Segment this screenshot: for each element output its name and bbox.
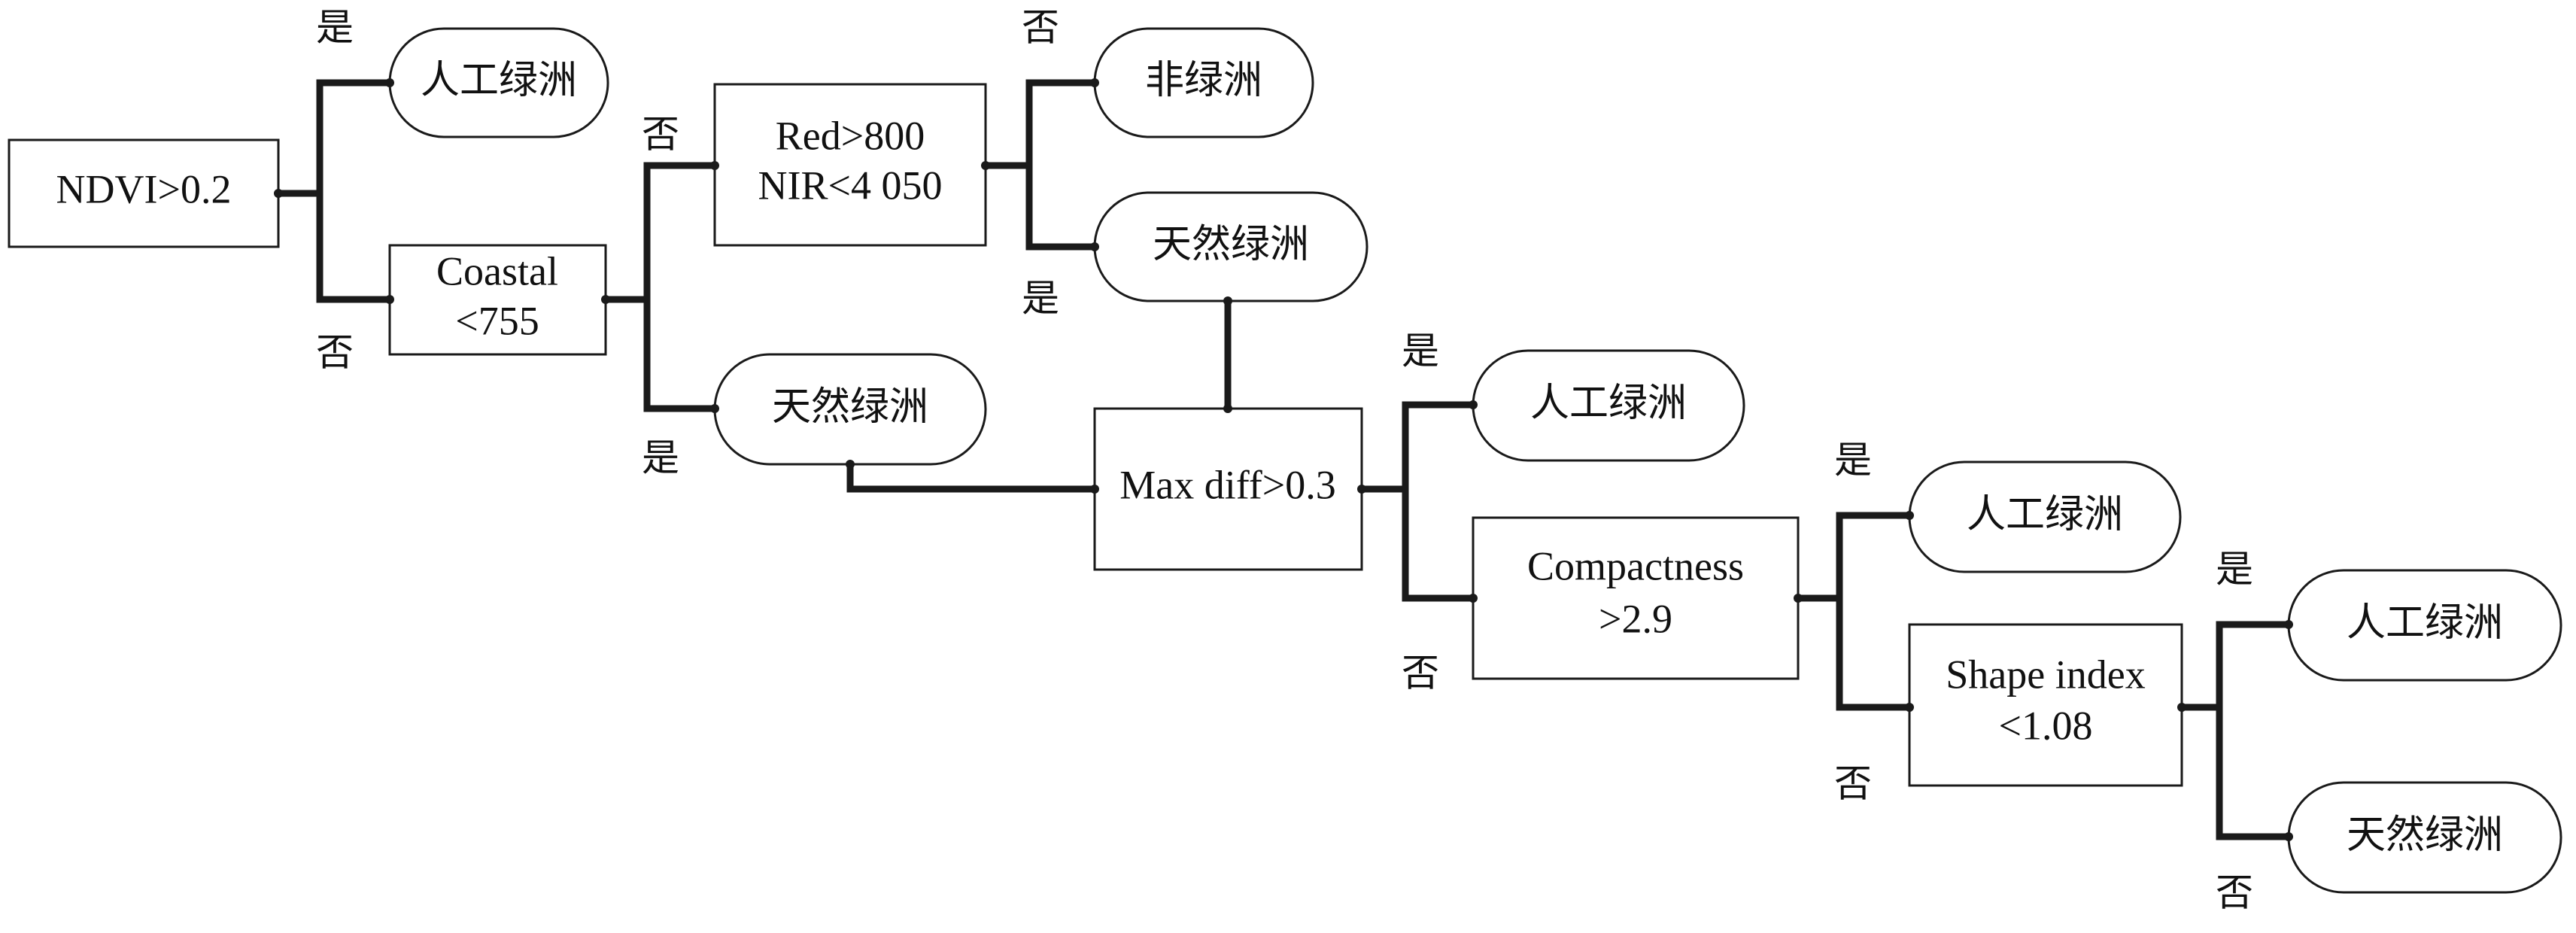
leaf-artificial-oasis-4-label: 人工绿洲 <box>2347 600 2503 646</box>
dot <box>2177 703 2186 712</box>
dot <box>1905 703 1914 712</box>
node-shape-index: Shape index <1.08 <box>1908 623 2183 787</box>
connection-dots <box>274 78 2293 841</box>
edge-label-maxdiff-yes: 是 <box>1402 330 1439 373</box>
dot <box>1223 404 1232 413</box>
node-shape-index-box <box>1908 623 2183 787</box>
dot <box>274 189 283 198</box>
dot <box>1090 78 1099 87</box>
leaf-artificial-oasis-1-label: 人工绿洲 <box>421 58 577 103</box>
leaf-natural-oasis-3: 天然绿洲 <box>2287 781 2562 894</box>
node-coastal-label-1: Coastal <box>436 248 558 293</box>
node-shape-index-label-1: Shape index <box>1946 652 2145 697</box>
leaf-artificial-oasis-1: 人工绿洲 <box>388 27 609 138</box>
dot <box>2284 620 2293 629</box>
node-compactness-label-2: >2.9 <box>1599 596 1672 641</box>
leaf-natural-oasis-1: 天然绿洲 <box>1093 191 1368 302</box>
dot <box>1469 400 1478 409</box>
edge-labels: 是 否 否 是 否 是 是 否 是 否 是 否 <box>316 6 2253 915</box>
node-maxdiff-box <box>1093 407 1363 571</box>
node-compactness: Compactness >2.9 <box>1472 516 1800 680</box>
connectors <box>275 79 2292 840</box>
edge-label-compact-yes: 是 <box>1834 439 1872 482</box>
dot <box>1223 296 1232 305</box>
leaf-natural-oasis-1-label: 天然绿洲 <box>1153 222 1309 267</box>
dot <box>385 78 394 87</box>
node-shape-index-label-2: <1.08 <box>1999 703 2093 748</box>
connector-natural2-to-maxdiff <box>846 460 1098 493</box>
dot <box>385 295 394 304</box>
leaf-artificial-oasis-3: 人工绿洲 <box>1908 460 2182 573</box>
dot <box>1090 242 1099 251</box>
edge-label-ndvi-no: 否 <box>316 331 354 375</box>
edge-label-shape-yes: 是 <box>2216 548 2253 591</box>
dot <box>1794 594 1803 603</box>
dot <box>1905 511 1914 520</box>
leaf-natural-oasis-2-label: 天然绿洲 <box>772 384 928 430</box>
node-ndvi-box <box>8 138 280 248</box>
edge-label-ndvi-yes: 是 <box>316 6 354 50</box>
node-coastal-label-2: <755 <box>455 298 539 343</box>
edge-label-compact-no: 否 <box>1834 762 1872 806</box>
dot <box>1357 485 1366 494</box>
node-red-nir-label-2: NIR<4 050 <box>758 163 943 208</box>
edge-label-rednir-no: 否 <box>1022 6 1059 50</box>
leaf-natural-oasis-2: 天然绿洲 <box>713 353 987 466</box>
dot <box>601 295 610 304</box>
leaf-natural-oasis-3-label: 天然绿洲 <box>2347 813 2503 858</box>
leaf-artificial-oasis-3-label: 人工绿洲 <box>1967 492 2123 537</box>
node-compactness-label-1: Compactness <box>1527 543 1744 588</box>
node-coastal: Coastal <755 <box>388 244 607 356</box>
leaf-artificial-oasis-2-label: 人工绿洲 <box>1530 381 1687 426</box>
edge-label-coastal-yes: 是 <box>642 436 679 480</box>
node-ndvi: NDVI>0.2 <box>8 138 280 248</box>
dot <box>1090 485 1099 494</box>
dot <box>846 460 855 469</box>
leaf-non-oasis: 非绿洲 <box>1093 27 1314 138</box>
edge-label-coastal-no: 否 <box>642 113 679 157</box>
node-red-nir-label-1: Red>800 <box>776 113 925 158</box>
dot <box>1469 594 1478 603</box>
dot <box>2284 832 2293 841</box>
dot <box>710 404 719 413</box>
node-ndvi-label: NDVI>0.2 <box>56 166 232 211</box>
leaf-non-oasis-label: 非绿洲 <box>1145 58 1262 103</box>
edge-label-maxdiff-no: 否 <box>1402 652 1439 695</box>
node-maxdiff-label: Max diff>0.3 <box>1119 462 1335 507</box>
edge-label-shape-no: 否 <box>2216 871 2253 915</box>
edge-label-rednir-yes: 是 <box>1022 277 1059 321</box>
leaf-artificial-oasis-2: 人工绿洲 <box>1472 349 1745 462</box>
dot <box>981 161 990 170</box>
node-red-nir: Red>800 NIR<4 050 <box>713 83 987 247</box>
leaf-artificial-oasis-4: 人工绿洲 <box>2287 569 2562 682</box>
node-maxdiff: Max diff>0.3 <box>1093 407 1363 571</box>
dot <box>710 161 719 170</box>
